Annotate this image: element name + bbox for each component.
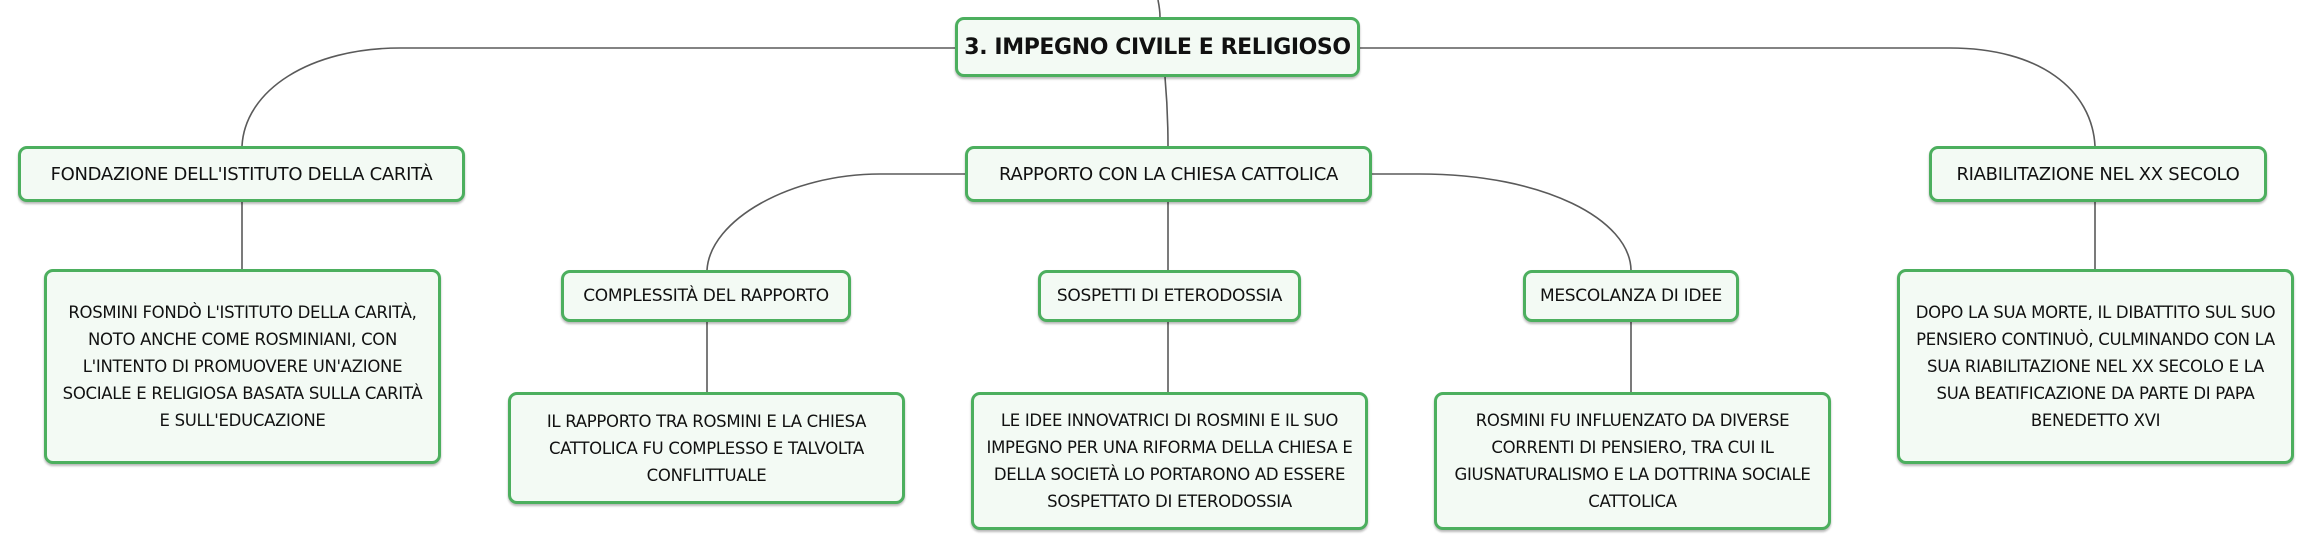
- topic-fondazione-istituto[interactable]: FONDAZIONE DELL'ISTITUTO DELLA CARITÀ: [18, 146, 465, 202]
- subtopic-sospetti-eterodossia[interactable]: SOSPETTI DI ETERODOSSIA: [1038, 270, 1301, 322]
- connector-root-riabilitazione: [1360, 47, 2096, 147]
- connector-root-fondazione: [241, 47, 955, 147]
- detail-fondazione-istituto[interactable]: ROSMINI FONDÒ L'ISTITUTO DELLA CARITÀ, N…: [44, 269, 441, 464]
- detail-riabilitazione[interactable]: DOPO LA SUA MORTE, IL DIBATTITO SUL SUO …: [1897, 269, 2294, 464]
- topic-riabilitazione[interactable]: RIABILITAZIONE NEL XX SECOLO: [1929, 146, 2267, 202]
- connector-rapporto-mescolanza: [1372, 173, 1632, 271]
- root-topic[interactable]: 3. IMPEGNO CIVILE E RELIGIOSO: [955, 17, 1360, 77]
- subtopic-label: COMPLESSITÀ DEL RAPPORTO: [583, 286, 829, 306]
- topic-label: FONDAZIONE DELL'ISTITUTO DELLA CARITÀ: [50, 163, 433, 185]
- detail-text: ROSMINI FONDÒ L'ISTITUTO DELLA CARITÀ, N…: [62, 303, 423, 430]
- subtopic-label: MESCOLANZA DI IDEE: [1539, 286, 1723, 306]
- detail-text: DOPO LA SUA MORTE, IL DIBATTITO SUL SUO …: [1915, 303, 2276, 430]
- connector-rapporto-complessita: [706, 173, 965, 271]
- detail-text: IL RAPPORTO TRA ROSMINI E LA CHIESA CATT…: [546, 411, 867, 485]
- detail-sospetti-eterodossia[interactable]: LE IDEE INNOVATRICI DI ROSMINI E IL SUO …: [971, 392, 1368, 530]
- subtopic-label: SOSPETTI DI ETERODOSSIA: [1056, 286, 1283, 306]
- subtopic-mescolanza-idee[interactable]: MESCOLANZA DI IDEE: [1523, 270, 1739, 322]
- connector-root-rapporto: [1164, 76, 1169, 147]
- connector-parent-root: [1157, 0, 1161, 18]
- detail-complessita-rapporto[interactable]: IL RAPPORTO TRA ROSMINI E LA CHIESA CATT…: [508, 392, 905, 504]
- detail-text: LE IDEE INNOVATRICI DI ROSMINI E IL SUO …: [986, 411, 1353, 511]
- topic-label: RAPPORTO CON LA CHIESA CATTOLICA: [999, 163, 1338, 185]
- topic-label: RIABILITAZIONE NEL XX SECOLO: [1956, 163, 2240, 185]
- detail-text: ROSMINI FU INFLUENZATO DA DIVERSE CORREN…: [1454, 411, 1811, 511]
- detail-mescolanza-idee[interactable]: ROSMINI FU INFLUENZATO DA DIVERSE CORREN…: [1434, 392, 1831, 530]
- subtopic-complessita-rapporto[interactable]: COMPLESSITÀ DEL RAPPORTO: [561, 270, 851, 322]
- topic-rapporto-chiesa[interactable]: RAPPORTO CON LA CHIESA CATTOLICA: [965, 146, 1372, 202]
- root-topic-title: 3. IMPEGNO CIVILE E RELIGIOSO: [964, 34, 1351, 60]
